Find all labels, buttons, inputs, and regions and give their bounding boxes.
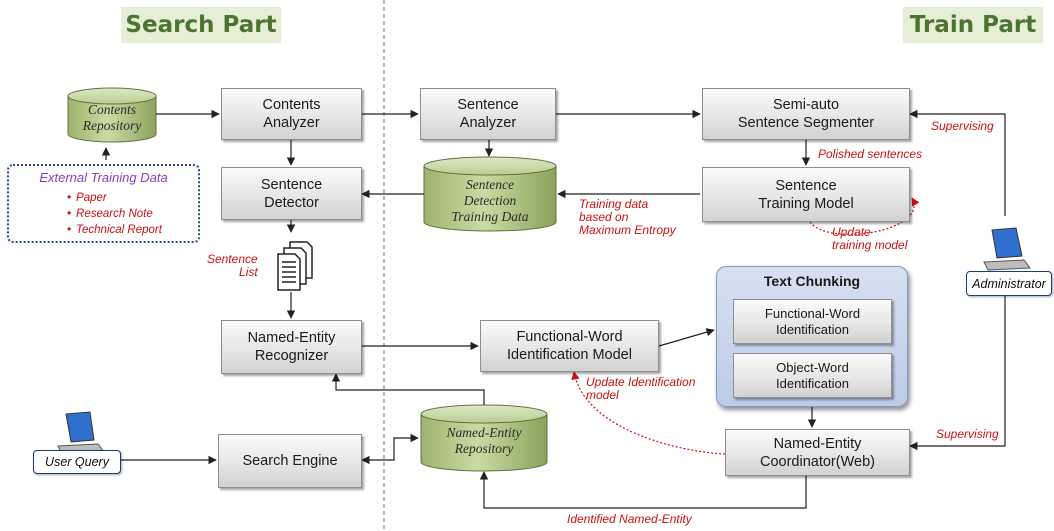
train-part-header: Train Part — [903, 7, 1043, 43]
sentence-detection-data-cylinder — [423, 156, 557, 232]
external-training-data-list: Paper Research Note Technical Report — [67, 190, 162, 238]
training-data-label: Training data based on Maximum Entropy — [579, 197, 676, 237]
external-training-data-title: External Training Data — [39, 170, 168, 185]
sentence-detector-box[interactable]: Sentence Detector — [221, 167, 362, 220]
conn-coordinator-to-repo — [479, 471, 807, 509]
loop-update-training — [809, 197, 920, 235]
update-identification-label: Update Identification model — [586, 375, 696, 402]
functional-word-identification-box[interactable]: Functional-Word Identification — [733, 299, 892, 344]
identified-named-entity-label: Identified Named-Entity — [567, 512, 692, 526]
administrator-actor[interactable]: Administrator — [966, 271, 1052, 296]
object-word-identification-box[interactable]: Object-Word Identification — [733, 353, 892, 398]
conn-fw-to-chunking — [658, 328, 715, 347]
list-item: Paper — [67, 190, 162, 206]
text-chunking-title: Text Chunking — [763, 273, 861, 289]
conn-search-repo — [361, 433, 419, 465]
contents-analyzer-box[interactable]: Contents Analyzer — [221, 88, 362, 140]
list-item: Technical Report — [67, 222, 162, 238]
sentence-analyzer-box[interactable]: Sentence Analyzer — [420, 88, 556, 140]
laptop-icon — [57, 411, 105, 455]
user-query-actor[interactable]: User Query — [33, 450, 121, 474]
named-entity-coordinator-box[interactable]: Named-Entity Coordinator(Web) — [725, 429, 910, 476]
ne-repository-cylinder — [420, 404, 548, 472]
loop-update-identification — [571, 371, 726, 455]
named-entity-repository[interactable]: Named-Entity Repository — [446, 425, 522, 456]
update-training-label: Update training model — [832, 225, 908, 252]
sentence-list-icon — [277, 241, 313, 291]
polished-sentences-label: Polished sentences — [818, 147, 923, 161]
contents-repository[interactable]: Contents Repository — [82, 102, 142, 133]
supervising-label-top: Supervising — [931, 119, 994, 133]
text-chunking-panel: Text Chunking Functional-Word Identifica… — [716, 266, 908, 407]
conn-admin-to-segmenter — [909, 109, 1006, 216]
conn-repo-to-ner — [331, 373, 485, 405]
external-training-data-panel: External Training Data Paper Research No… — [7, 164, 200, 243]
list-item: Research Note — [67, 206, 162, 222]
semi-auto-segmenter-box[interactable]: Semi-auto Sentence Segmenter — [702, 88, 910, 140]
search-part-header: Search Part — [121, 7, 281, 43]
contents-repository-cylinder — [67, 87, 157, 143]
conn-admin-to-coordinator — [909, 296, 1006, 451]
sentence-list-label: Sentence List — [207, 252, 258, 279]
search-engine-box[interactable]: Search Engine — [218, 434, 362, 488]
sentence-detection-training-data[interactable]: Sentence Detection Training Data — [451, 177, 529, 224]
supervising-label-bottom: Supervising — [936, 427, 999, 441]
named-entity-recognizer-box[interactable]: Named-Entity Recognizer — [221, 320, 362, 374]
laptop-icon — [983, 227, 1031, 271]
functional-word-model-box[interactable]: Functional-Word Identification Model — [480, 320, 659, 372]
sentence-training-model-box[interactable]: Sentence Training Model — [702, 167, 910, 222]
